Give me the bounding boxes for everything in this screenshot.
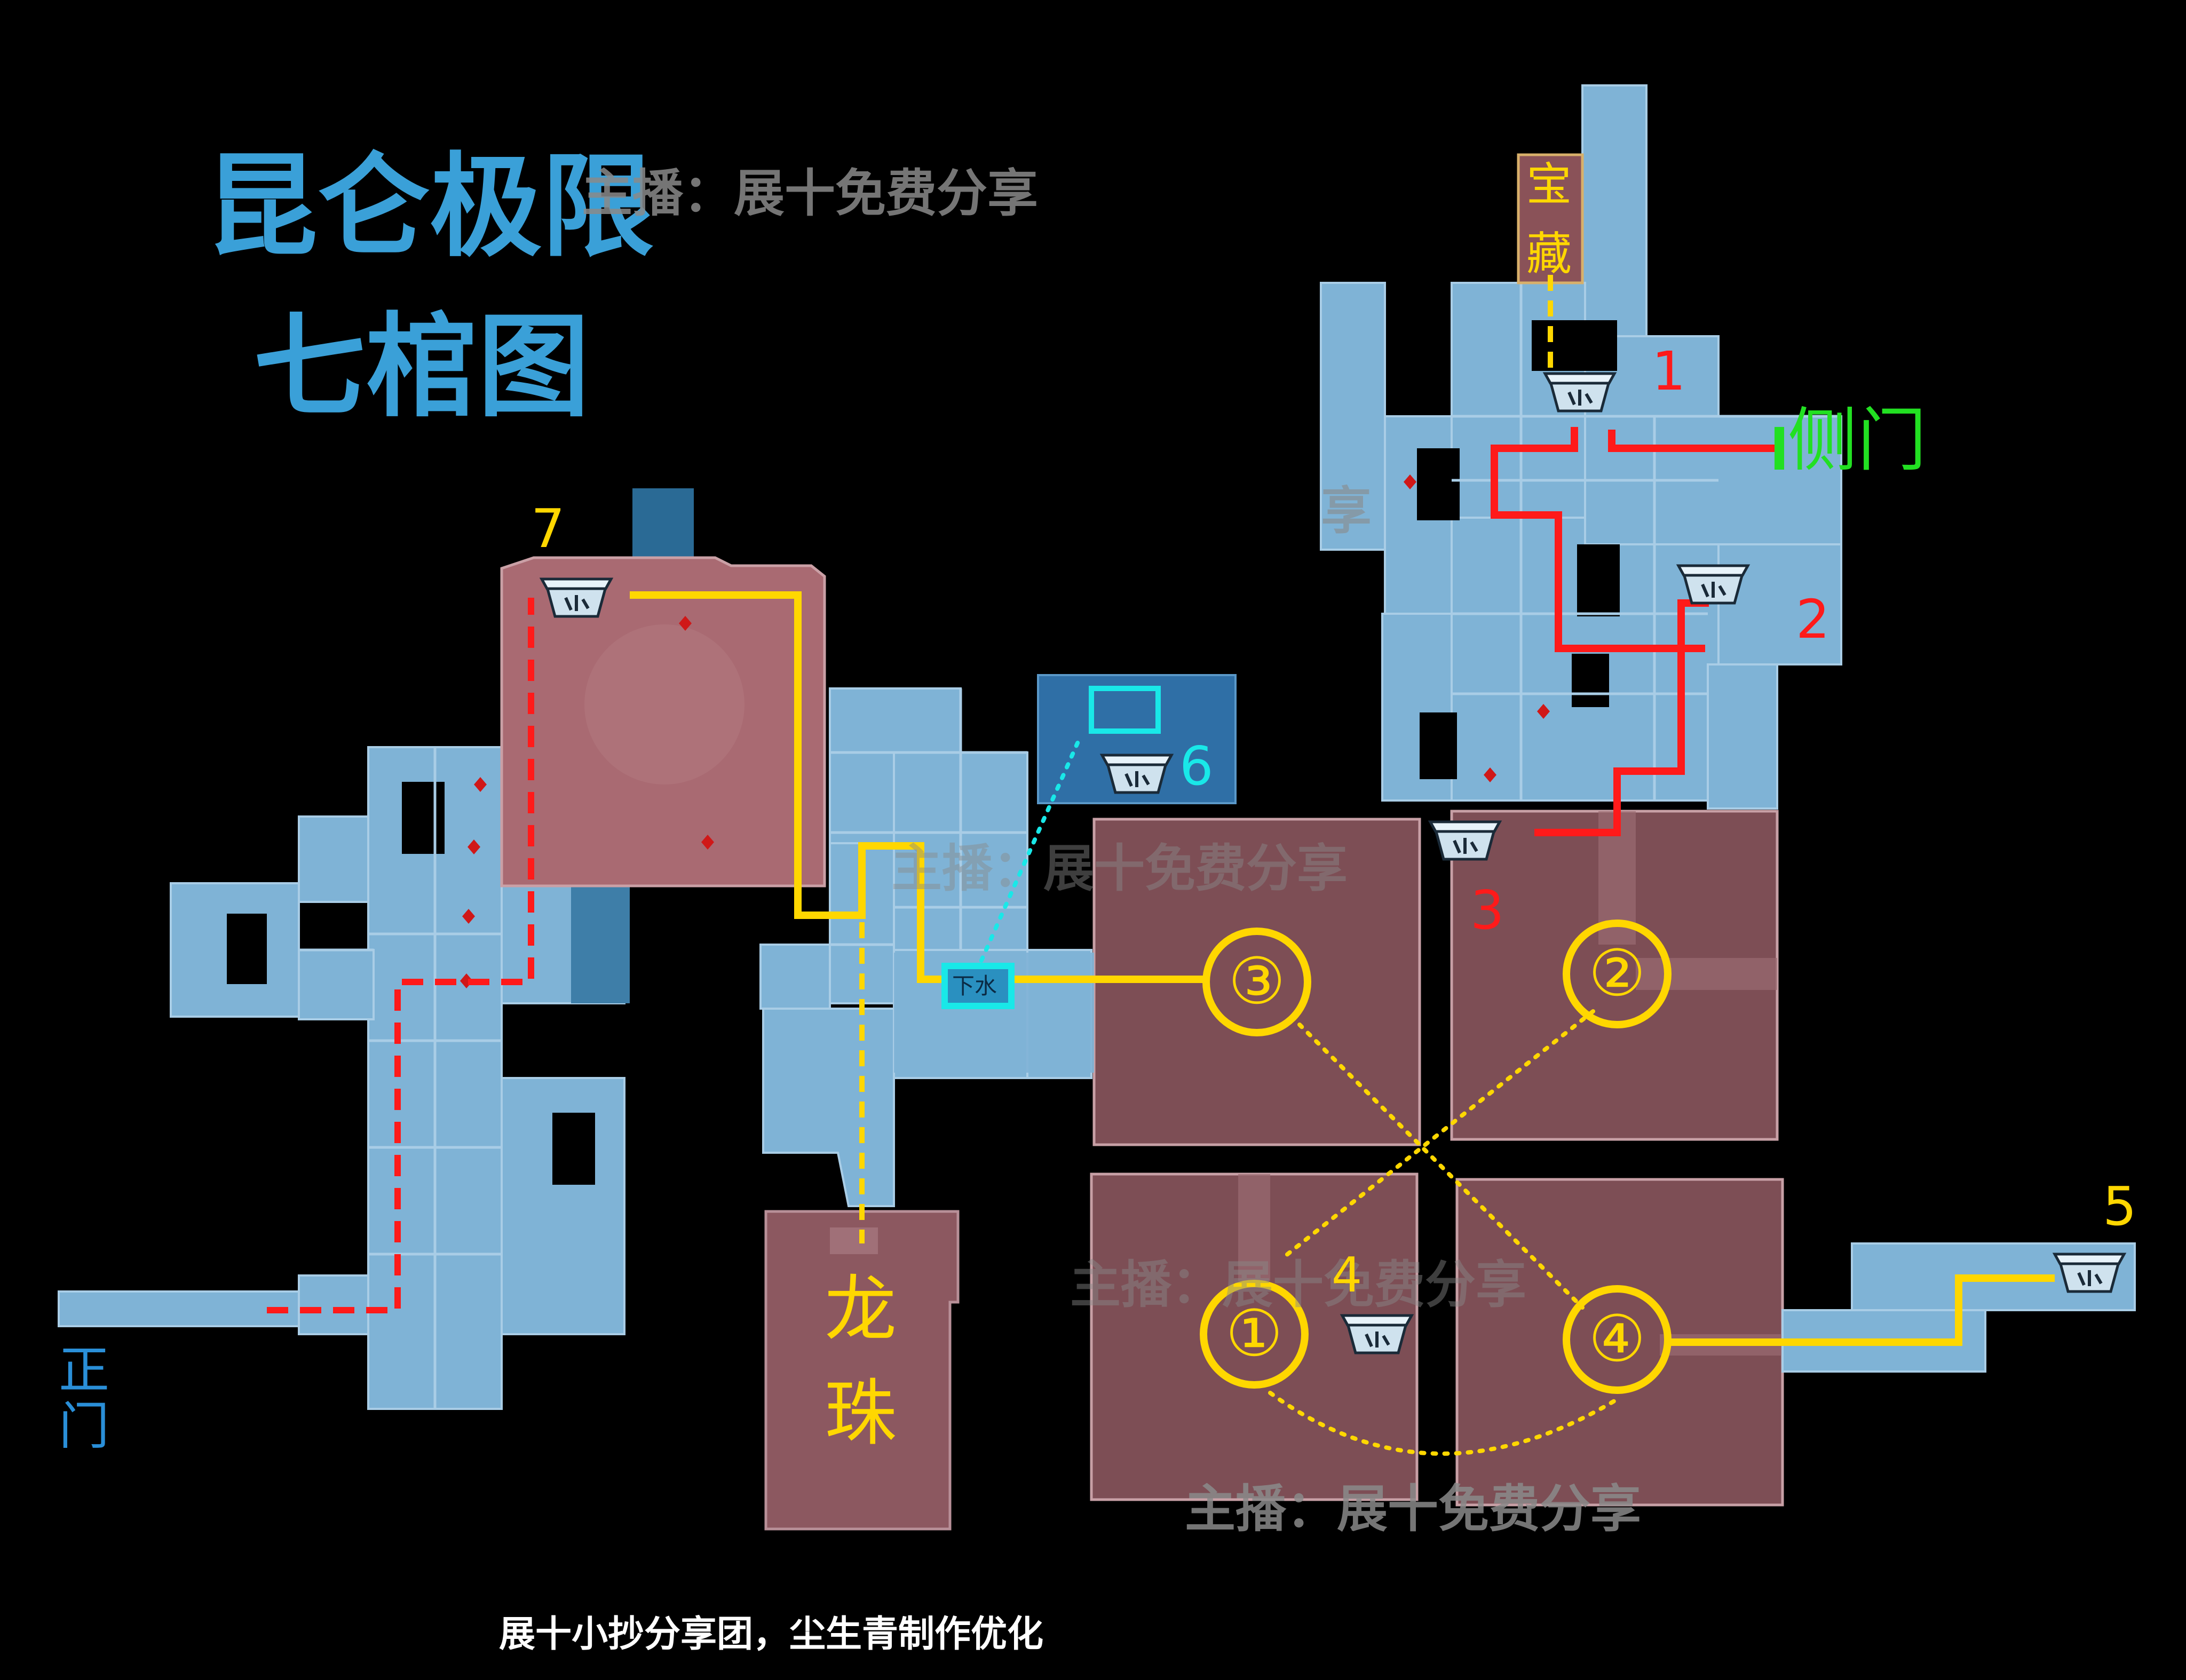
northeast-grid-lines <box>1452 283 1841 801</box>
coffin-number-1: 1 <box>1652 340 1686 402</box>
side-door-marker <box>1775 427 1784 470</box>
trap-markers <box>460 474 1550 988</box>
left-pillars <box>227 782 595 1185</box>
watermark-top: 主播：展十免费分享 <box>582 164 1038 223</box>
coffin-number-5: 5 <box>2103 1175 2137 1238</box>
coffin-number-6: 6 <box>1179 735 1214 797</box>
dragon-pearl-label-1: 龙 <box>825 1267 897 1351</box>
treasure-label-2: 藏 <box>1526 228 1572 281</box>
central-grid-lines <box>830 688 1027 950</box>
northeast-pillars <box>1417 320 1620 779</box>
coffin-number-2: 2 <box>1796 588 1830 651</box>
red-dashed-route <box>267 598 534 1313</box>
hall-7 <box>500 488 826 887</box>
watermark-right-fragment: 享 <box>1321 482 1372 541</box>
dive-target-box <box>1089 686 1161 734</box>
yellow-main-route <box>630 591 1206 983</box>
credit-caption: 展十小抄分享团，尘生青制作优化 <box>499 1613 1043 1655</box>
coffin-number-4: 4 <box>1332 1247 1362 1303</box>
coffin-number-7: 7 <box>531 497 565 560</box>
circled-marker-2: ② <box>1588 937 1646 1011</box>
map-title-line2: 七棺图 <box>254 302 590 432</box>
dark-blue-room <box>571 881 630 1003</box>
left-grid-lines <box>299 747 502 1409</box>
main-entrance-label-2: 门 <box>59 1397 109 1456</box>
map-title-line1: 昆仑极限 <box>205 141 654 272</box>
treasure-label-1: 宝 <box>1526 159 1572 211</box>
yellow-dotted-sequence <box>1268 1009 1617 1456</box>
watermark-lower: 主播：展十免费分享 <box>1070 1256 1526 1314</box>
watermark-bottom: 主播：展十免费分享 <box>1185 1480 1641 1539</box>
yellow-east-route <box>1665 1274 2055 1346</box>
dragon-pearl-room <box>764 1210 960 1531</box>
dragon-pearl-stairs <box>830 1227 878 1254</box>
dragon-pearl-label-2: 珠 <box>825 1372 897 1455</box>
dive-box <box>941 963 1015 1009</box>
watermark-middle: 主播：展十免费分享 <box>891 839 1348 898</box>
circled-marker-1: ① <box>1225 1297 1283 1371</box>
main-entrance-label-1: 正 <box>59 1341 109 1400</box>
circled-marker-4: ④ <box>1588 1302 1646 1376</box>
dive-label: 下水 <box>952 973 997 999</box>
coffin-number-3: 3 <box>1470 879 1504 941</box>
circled-marker-3: ③ <box>1228 945 1286 1019</box>
side-door-label: 侧门 <box>1788 400 1927 481</box>
circled-marker-rings <box>1200 920 1672 1394</box>
